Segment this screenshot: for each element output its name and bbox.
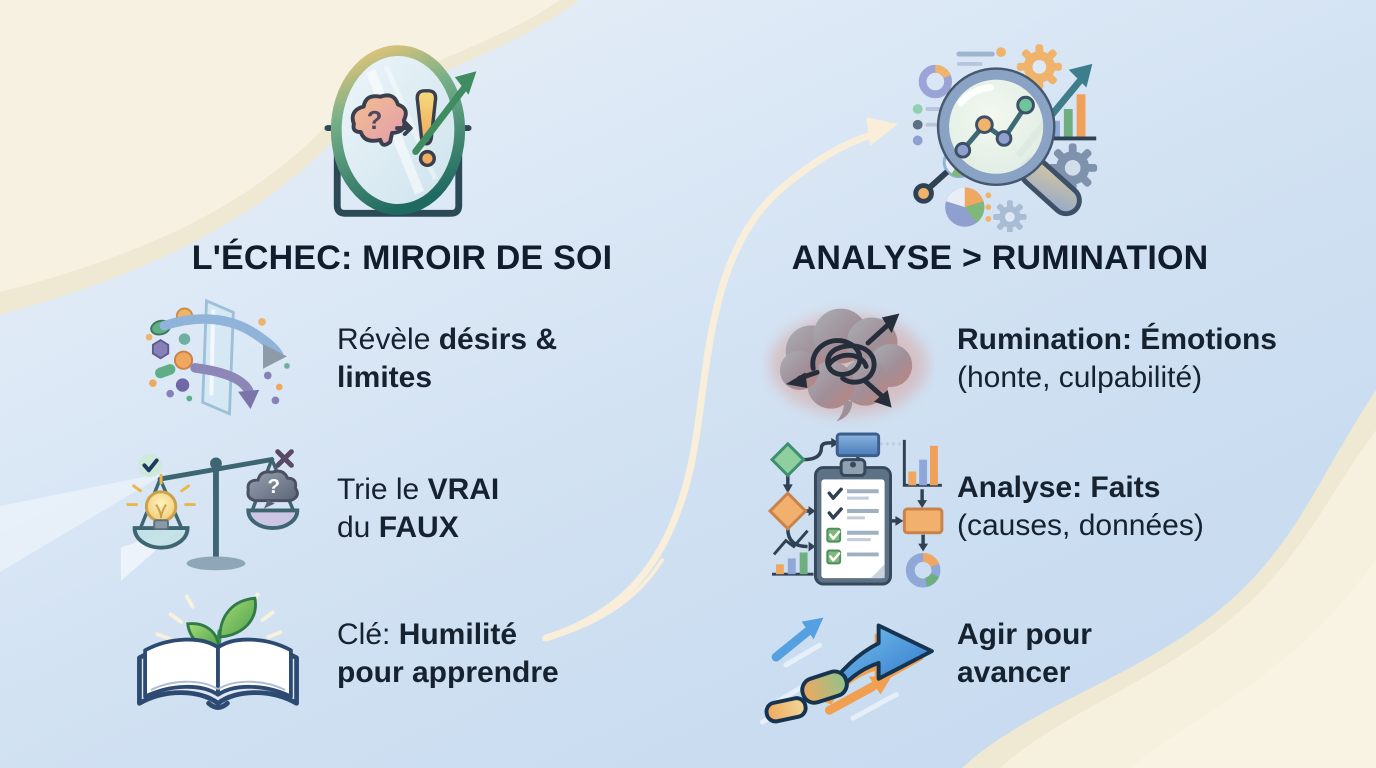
- tangled-thoughts-cloud-icon: [762, 292, 934, 439]
- analysis-magnifier-icon: [902, 40, 1108, 232]
- right-item-2-text: Analyse: Faits(causes, données): [957, 471, 1204, 542]
- truth-scale-icon: ?: [118, 434, 310, 581]
- analysis-flowchart-icon: [758, 432, 946, 590]
- svg-text:?: ?: [267, 475, 280, 498]
- book-sprout-icon: [122, 584, 314, 726]
- right-item-1-text: Rumination: Émotions(honte, culpabilité): [957, 323, 1277, 394]
- left-item-1-text: Révèle désirs &limites: [337, 323, 558, 394]
- left-column-title: L'ÉCHEC: MIROIR DE SOI: [191, 239, 613, 277]
- filter-arrows-icon: [130, 297, 306, 431]
- svg-text:?: ?: [367, 107, 383, 135]
- mirror-reflection-icon: ?: [300, 33, 496, 231]
- right-column-title: ANALYSE > RUMINATION: [791, 239, 1209, 277]
- forward-arrows-icon: [758, 592, 946, 730]
